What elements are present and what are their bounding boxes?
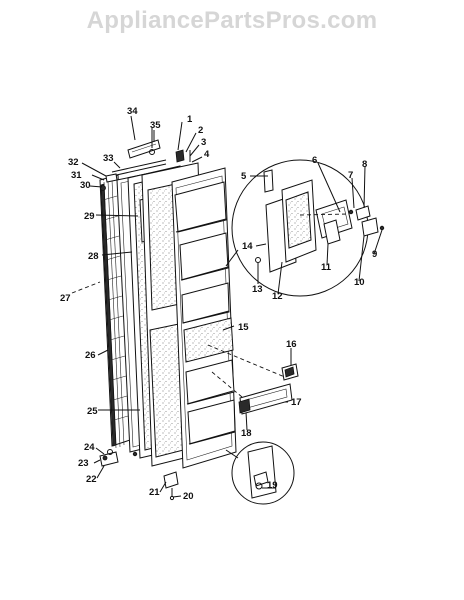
callout-13: 13 [252,284,263,295]
dispenser-lower-parts [238,363,299,415]
callout-18: 18 [241,428,252,439]
door-liner [171,167,237,469]
callout-33: 33 [103,153,114,164]
callout-3: 3 [201,137,206,148]
callout-35: 35 [150,120,161,131]
callout-1: 1 [187,114,193,125]
leader-lines [71,115,383,498]
callout-12: 12 [272,291,283,302]
callout-34: 34 [127,106,138,117]
callout-16: 16 [286,339,297,350]
callout-24: 24 [84,442,95,453]
callout-6: 6 [312,155,317,166]
callout-11: 11 [321,262,332,273]
callout-4: 4 [204,149,210,160]
callout-19: 19 [267,480,278,491]
callout-32: 32 [68,157,79,168]
callout-28: 28 [88,251,99,262]
callout-31: 31 [71,170,82,181]
callout-22: 22 [86,474,97,485]
callout-26: 26 [85,350,96,361]
dispenser-small-parts [348,205,385,237]
callout-30: 30 [80,180,91,191]
callout-25: 25 [87,406,98,417]
callout-23: 23 [78,458,89,469]
callout-14: 14 [242,241,253,252]
callout-20: 20 [183,491,194,502]
callout-labels: 1 2 3 4 5 6 7 8 9 10 11 12 13 14 15 16 1… [60,106,377,502]
callout-29: 29 [84,211,95,222]
bottom-hinge-parts [99,449,179,501]
watermark: AppliancePartsPros.com [86,7,378,34]
callout-27: 27 [60,293,71,304]
callout-5: 5 [241,171,247,182]
dispenser-detail-circle [225,159,369,297]
callout-9: 9 [372,249,377,260]
callout-2: 2 [198,125,203,136]
callout-8: 8 [362,159,367,170]
callout-10: 10 [354,277,365,288]
callout-21: 21 [149,487,160,498]
callout-15: 15 [238,322,249,333]
callout-7: 7 [348,170,353,181]
hinge-detail-circle [225,441,295,505]
callout-17: 17 [291,397,302,408]
